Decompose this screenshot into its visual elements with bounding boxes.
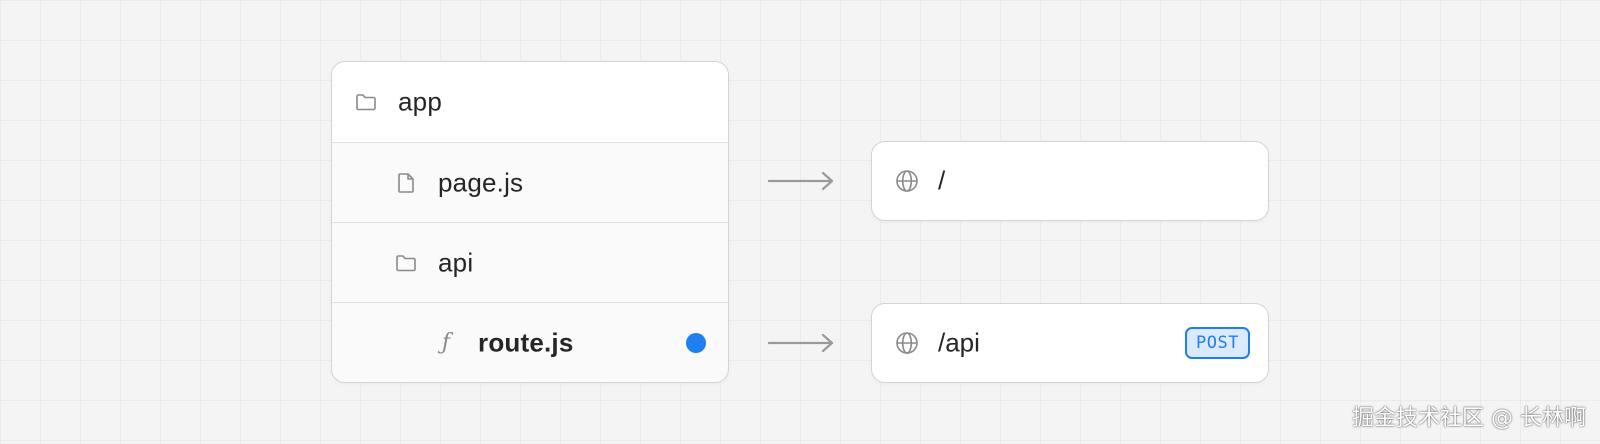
route-box-root[interactable]: / — [871, 141, 1269, 221]
folder-icon — [394, 251, 418, 275]
status-dot — [686, 332, 706, 353]
tree-row-page-js[interactable]: page.js — [332, 142, 728, 222]
tree-row-label: page.js — [438, 167, 524, 197]
function-icon: ƒ — [441, 330, 451, 355]
folder-icon — [354, 90, 378, 114]
tree-row-label: app — [398, 86, 442, 117]
tree-row-api[interactable]: api — [332, 222, 728, 302]
watermark: 掘金技术社区 @ 长林啊 — [1352, 406, 1586, 431]
file-icon — [394, 171, 418, 195]
tree-row-label: route.js — [478, 327, 574, 357]
globe-icon — [896, 170, 918, 192]
globe-icon — [896, 332, 918, 354]
tree-row-label: api — [438, 247, 474, 277]
route-box-api[interactable]: /api POST — [871, 303, 1269, 383]
route-path: / — [938, 165, 946, 196]
arrow-right-icon — [768, 333, 834, 353]
tree-row-route-js[interactable]: ƒ route.js — [332, 302, 728, 382]
arrow-right-icon — [768, 171, 834, 191]
method-badge: POST — [1185, 327, 1250, 359]
route-path: /api — [938, 327, 980, 358]
tree-row-app[interactable]: app — [332, 62, 728, 142]
file-tree-panel: app page.js api ƒ route.js — [331, 61, 729, 383]
